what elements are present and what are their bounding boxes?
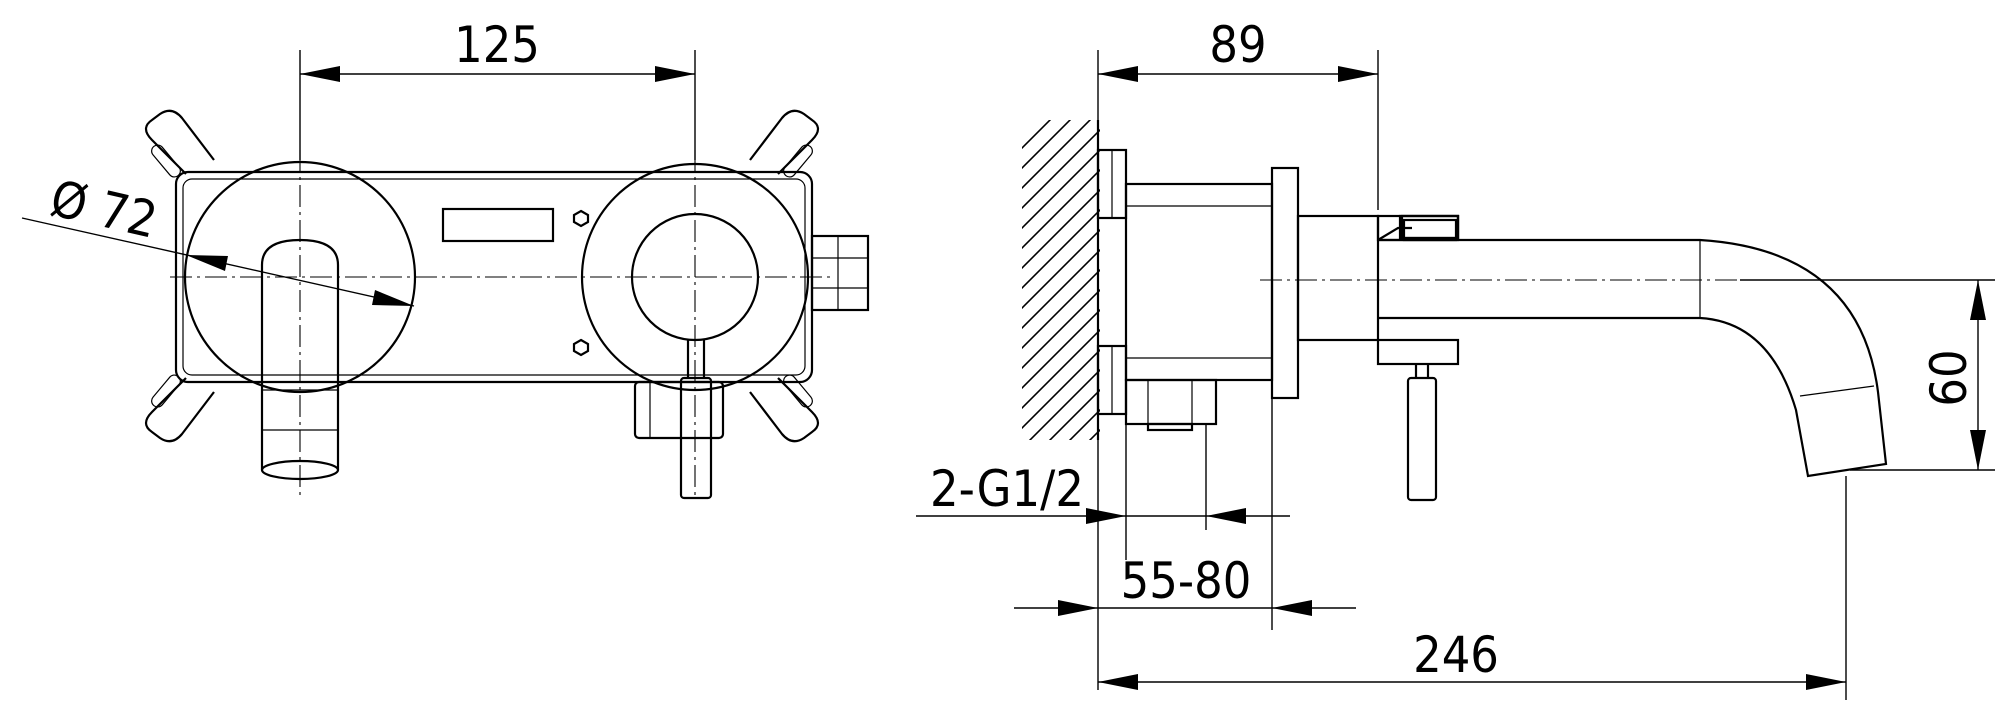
- mixer-body-side: [1124, 182, 1274, 382]
- hex-screw-top: [572, 209, 590, 228]
- dimension-89-label: 89: [1209, 16, 1266, 74]
- label-slot: [441, 207, 555, 243]
- mounting-ear-top-left: [144, 109, 215, 178]
- handle-lever-side: [1406, 376, 1438, 502]
- top-lever-stub: [1376, 214, 1460, 242]
- dimension-60-label: 60: [1920, 349, 1978, 406]
- dimension-thread-label: 2-G1/2: [930, 460, 1084, 518]
- front-view: 125 Ø 72: [21, 16, 870, 500]
- spout-side: [1378, 238, 1888, 478]
- side-connector: [810, 234, 870, 312]
- dimension-diameter-label: Ø 72: [45, 169, 162, 250]
- mounting-ear-bottom-right: [749, 374, 820, 443]
- cover-plate: [1270, 166, 1300, 400]
- bottom-fitting: [633, 380, 725, 440]
- dimension-60: 60: [1740, 279, 1995, 471]
- dimension-diameter-72: Ø 72: [21, 169, 415, 307]
- mounting-ear-top-right: [749, 109, 820, 178]
- dimension-55-80: 55-80: [1014, 398, 1356, 690]
- dimension-thread: 2-G1/2: [916, 424, 1290, 560]
- dimension-89: 89: [1097, 16, 1379, 210]
- dimension-246: 246: [1098, 476, 1847, 700]
- dimension-125: 125: [299, 16, 696, 160]
- dimension-125-label: 125: [454, 16, 540, 74]
- dimension-246-label: 246: [1413, 626, 1499, 684]
- side-view: 89 60 2-G1/2 55-80: [916, 16, 1995, 700]
- wall-hatch: [1022, 120, 1100, 440]
- dimension-55-80-label: 55-80: [1121, 552, 1252, 610]
- spout-collar: [1296, 214, 1380, 342]
- inlet-fitting: [1124, 378, 1218, 426]
- hex-screw-bottom: [572, 338, 590, 357]
